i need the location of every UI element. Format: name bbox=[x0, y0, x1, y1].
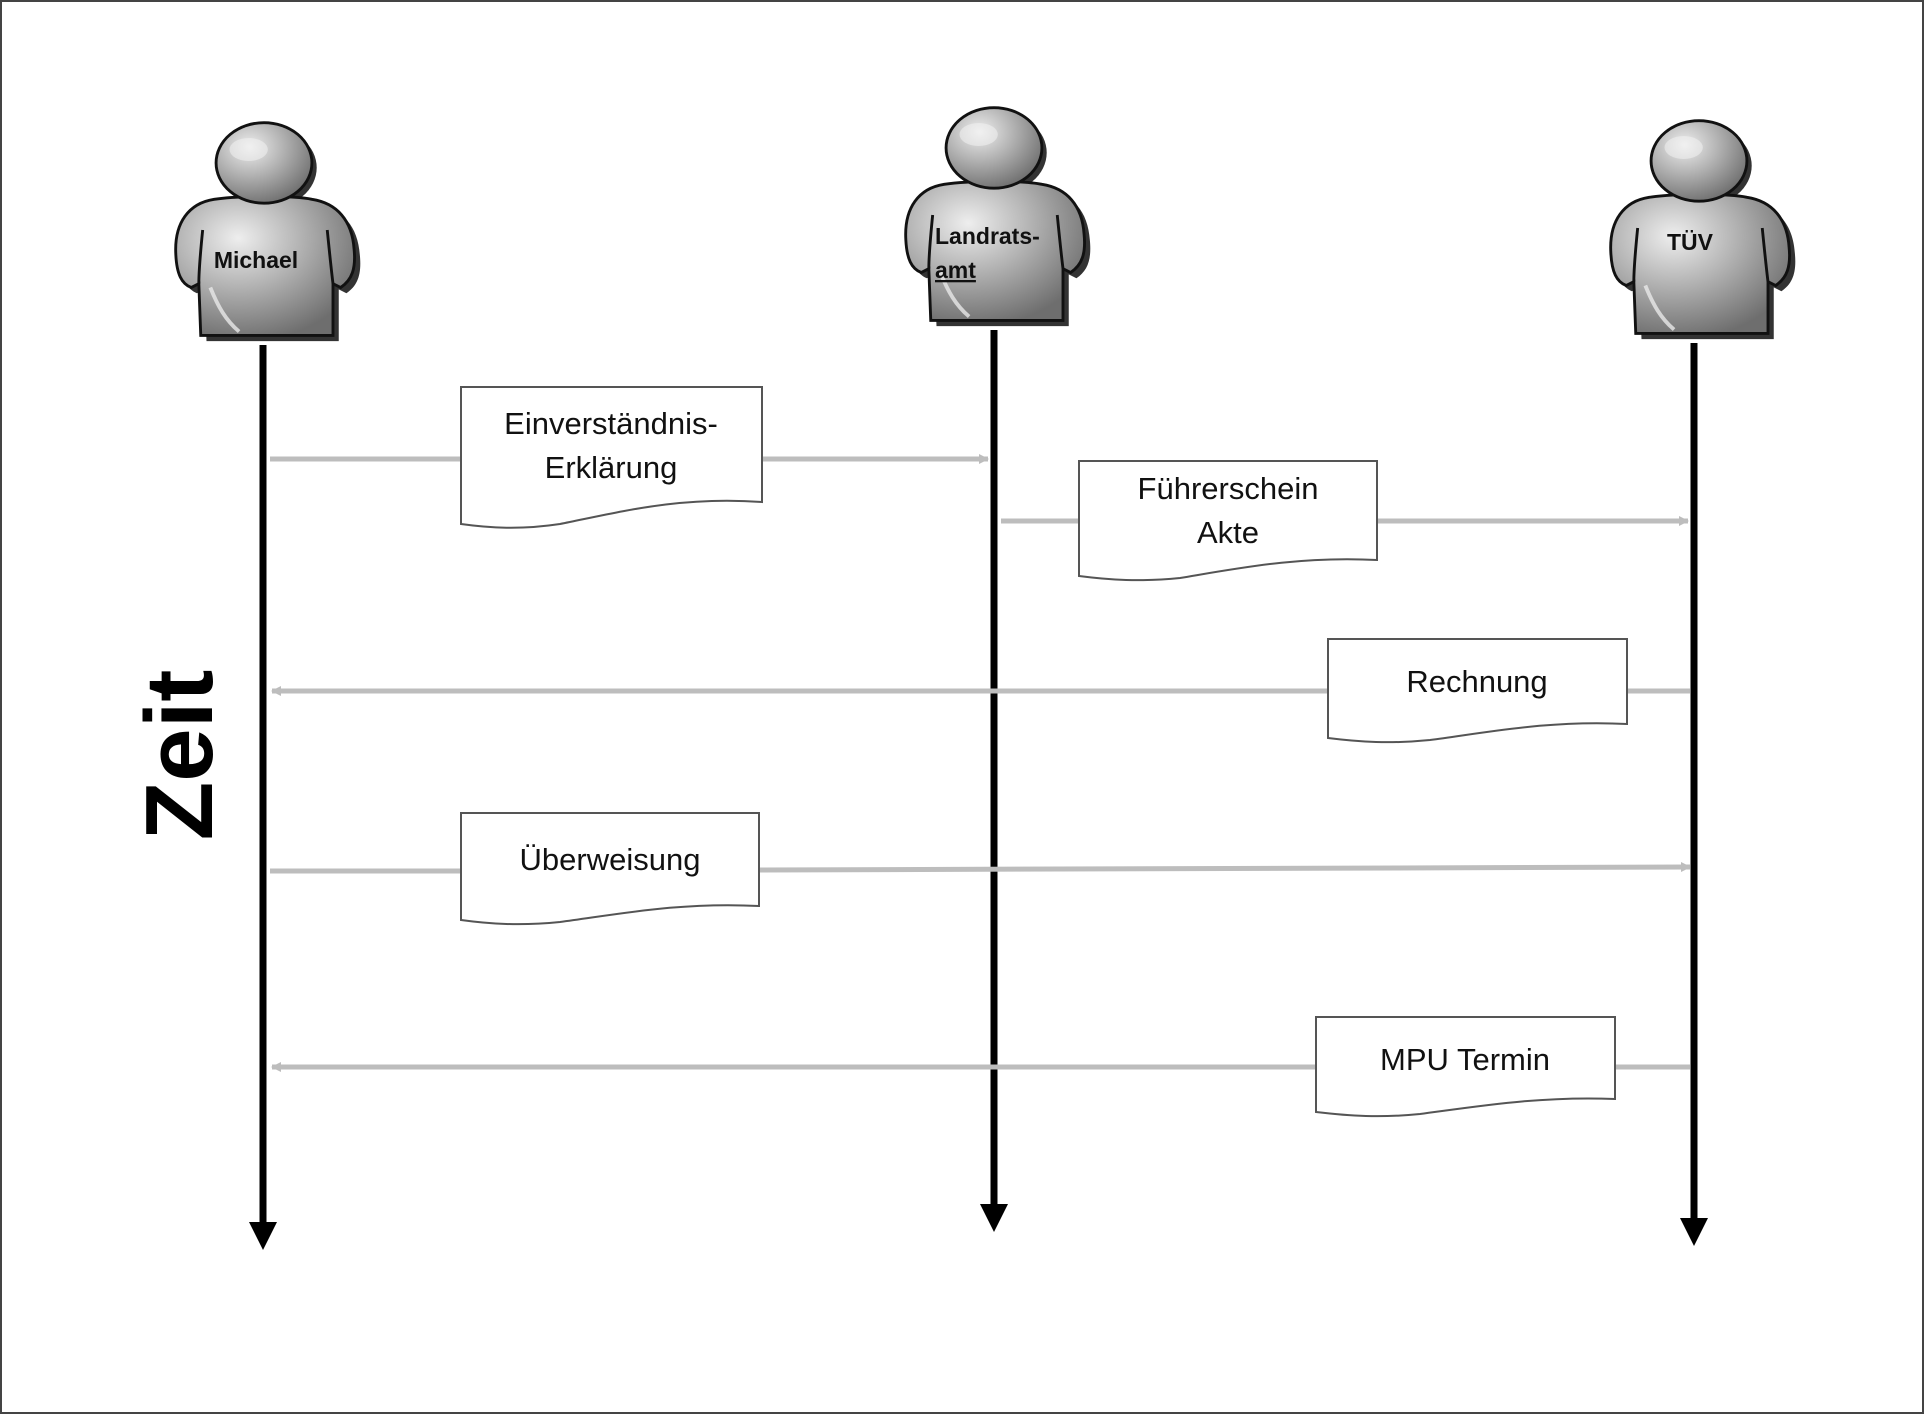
document-shape bbox=[460, 812, 760, 926]
lifeline-tuev bbox=[1680, 343, 1708, 1246]
actor-michael: Michael bbox=[173, 120, 363, 344]
document-shape bbox=[460, 386, 763, 529]
person-icon bbox=[173, 120, 363, 344]
document-shape bbox=[1078, 460, 1378, 582]
message-ueberweisung-label: Überweisung bbox=[520, 842, 701, 877]
message-mpu-termin: MPU Termin bbox=[271, 1016, 1690, 1118]
lifeline-michael bbox=[249, 345, 277, 1250]
message-einverstaendnis: Einverständnis- Erklärung bbox=[270, 386, 989, 529]
actor-michael-label: Michael bbox=[214, 247, 298, 273]
time-axis-label: Zeit bbox=[126, 670, 233, 841]
message-ueberweisung: Überweisung bbox=[270, 812, 1691, 926]
lifeline-landratsamt bbox=[980, 330, 1008, 1232]
actor-tuev: TÜV bbox=[1608, 118, 1798, 342]
message-fuehrerschein-line2: Akte bbox=[1197, 515, 1259, 550]
actor-landratsamt: Landrats- amt bbox=[903, 105, 1093, 329]
person-icon bbox=[903, 105, 1093, 329]
actor-landratsamt-label-line2: amt bbox=[935, 257, 976, 283]
message-rechnung-label: Rechnung bbox=[1406, 664, 1547, 699]
message-fuehrerschein-line1: Führerschein bbox=[1138, 471, 1319, 506]
actor-tuev-label: TÜV bbox=[1667, 229, 1714, 255]
message-einverstaendnis-line2: Erklärung bbox=[545, 450, 678, 485]
actor-landratsamt-label-line1: Landrats- bbox=[935, 223, 1040, 249]
message-rechnung: Rechnung bbox=[271, 638, 1690, 744]
message-fuehrerschein: Führerschein Akte bbox=[1001, 460, 1689, 582]
message-mpu-termin-label: MPU Termin bbox=[1380, 1042, 1550, 1077]
document-shape bbox=[1315, 1016, 1616, 1118]
document-shape bbox=[1327, 638, 1628, 744]
message-einverstaendnis-line1: Einverständnis- bbox=[504, 406, 718, 441]
